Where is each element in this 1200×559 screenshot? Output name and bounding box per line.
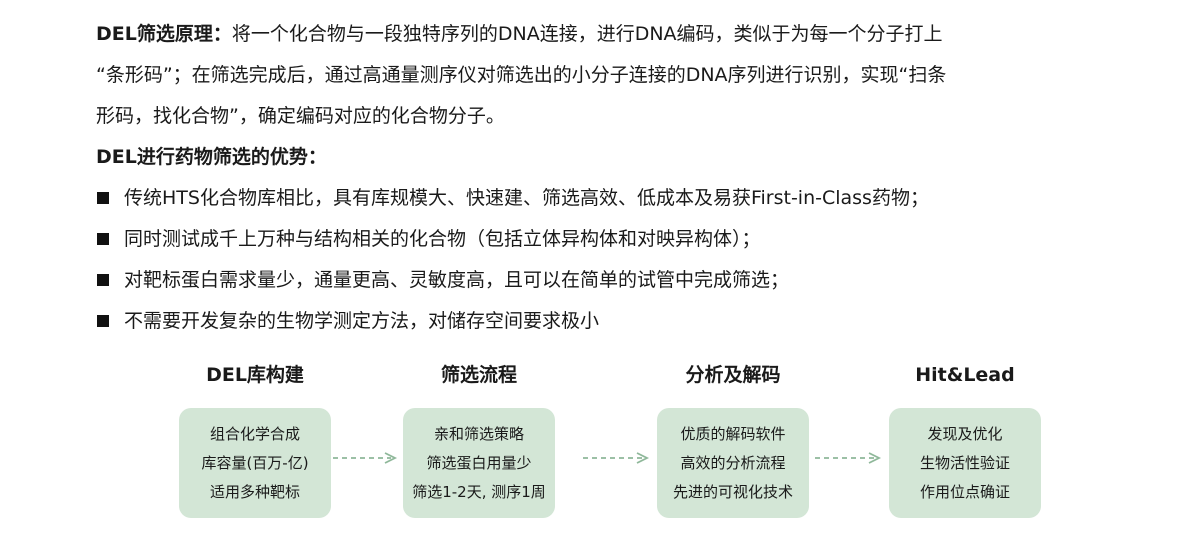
stage-library-construction: DEL库构建 组合化学合成 库容量(百万-亿) 适用多种靶标 (179, 360, 331, 518)
advantage-text: 不需要开发复杂的生物学测定方法，对储存空间要求极小 (124, 310, 600, 332)
principle-line-1: DEL筛选原理：将一个化合物与一段独特序列的DNA连接，进行DNA编码，类似于为… (96, 14, 1106, 55)
advantage-text: 传统HTS化合物库相比，具有库规模大、快速建、筛选高效、低成本及易获First-… (124, 187, 929, 209)
stage-box: 亲和筛选策略 筛选蛋白用量少 筛选1-2天, 测序1周 (403, 408, 555, 518)
square-bullet-icon (97, 192, 109, 204)
principle-paragraph: DEL筛选原理：将一个化合物与一段独特序列的DNA连接，进行DNA编码，类似于为… (96, 14, 1106, 137)
advantage-item: 同时测试成千上万种与结构相关的化合物（包括立体异构体和对映异构体）； (96, 219, 1106, 260)
dashed-arrow-icon (815, 452, 882, 464)
dashed-arrow-icon (583, 452, 650, 464)
stage-line: 组合化学合成 (209, 424, 300, 443)
stage-title: DEL库构建 (206, 364, 304, 386)
advantage-text: 同时测试成千上万种与结构相关的化合物（包括立体异构体和对映异构体）； (124, 228, 761, 250)
stage-analysis-decoding: 分析及解码 优质的解码软件 高效的分析流程 先进的可视化技术 (657, 360, 809, 518)
stage-line: 作用位点确证 (919, 482, 1010, 501)
square-bullet-icon (97, 233, 109, 245)
stage-title: Hit&Lead (915, 364, 1015, 386)
advantages-list: 传统HTS化合物库相比，具有库规模大、快速建、筛选高效、低成本及易获First-… (96, 178, 1106, 342)
square-bullet-icon (97, 315, 109, 327)
principle-text-1: 将一个化合物与一段独特序列的DNA连接，进行DNA编码，类似于为每一个分子打上 (231, 23, 943, 45)
stage-hit-lead: Hit&Lead 发现及优化 生物活性验证 作用位点确证 (889, 360, 1041, 518)
stage-line: 适用多种靶标 (209, 482, 300, 501)
square-bullet-icon (97, 274, 109, 286)
principle-line-2: “条形码”；在筛选完成后，通过高通量测序仪对筛选出的小分子连接的DNA序列进行识… (96, 64, 947, 86)
text-block: DEL筛选原理：将一个化合物与一段独特序列的DNA连接，进行DNA编码，类似于为… (96, 14, 1106, 342)
advantage-item: 对靶标蛋白需求量少，通量更高、灵敏度高，且可以在简单的试管中完成筛选； (96, 260, 1106, 301)
stage-line: 筛选1-2天, 测序1周 (412, 482, 546, 501)
dashed-arrow-icon (333, 452, 398, 464)
principle-label: DEL筛选原理： (96, 23, 232, 45)
stage-line: 高效的分析流程 (680, 453, 786, 472)
stage-box: 组合化学合成 库容量(百万-亿) 适用多种靶标 (179, 408, 331, 518)
advantages-title: DEL进行药物筛选的优势： (96, 146, 327, 168)
advantage-item: 不需要开发复杂的生物学测定方法，对储存空间要求极小 (96, 301, 1106, 342)
stage-line: 发现及优化 (927, 424, 1003, 443)
stage-title: 分析及解码 (685, 364, 781, 386)
stage-line: 库容量(百万-亿) (201, 453, 309, 472)
stage-line: 优质的解码软件 (680, 424, 786, 443)
stage-title: 筛选流程 (440, 364, 517, 386)
stage-box: 优质的解码软件 高效的分析流程 先进的可视化技术 (657, 408, 809, 518)
advantage-item: 传统HTS化合物库相比，具有库规模大、快速建、筛选高效、低成本及易获First-… (96, 178, 1106, 219)
stage-screening-process: 筛选流程 亲和筛选策略 筛选蛋白用量少 筛选1-2天, 测序1周 (403, 360, 555, 518)
principle-line-3: 形码，找化合物”，确定编码对应的化合物分子。 (96, 105, 505, 127)
stage-line: 先进的可视化技术 (672, 482, 793, 501)
stage-box: 发现及优化 生物活性验证 作用位点确证 (889, 408, 1041, 518)
advantage-text: 对靶标蛋白需求量少，通量更高、灵敏度高，且可以在简单的试管中完成筛选； (124, 269, 790, 291)
stage-line: 生物活性验证 (919, 453, 1010, 472)
stage-line: 亲和筛选策略 (433, 424, 524, 443)
stage-line: 筛选蛋白用量少 (426, 453, 532, 472)
workflow-diagram: DEL库构建 组合化学合成 库容量(百万-亿) 适用多种靶标 筛选流程 亲和筛选… (0, 360, 1200, 550)
